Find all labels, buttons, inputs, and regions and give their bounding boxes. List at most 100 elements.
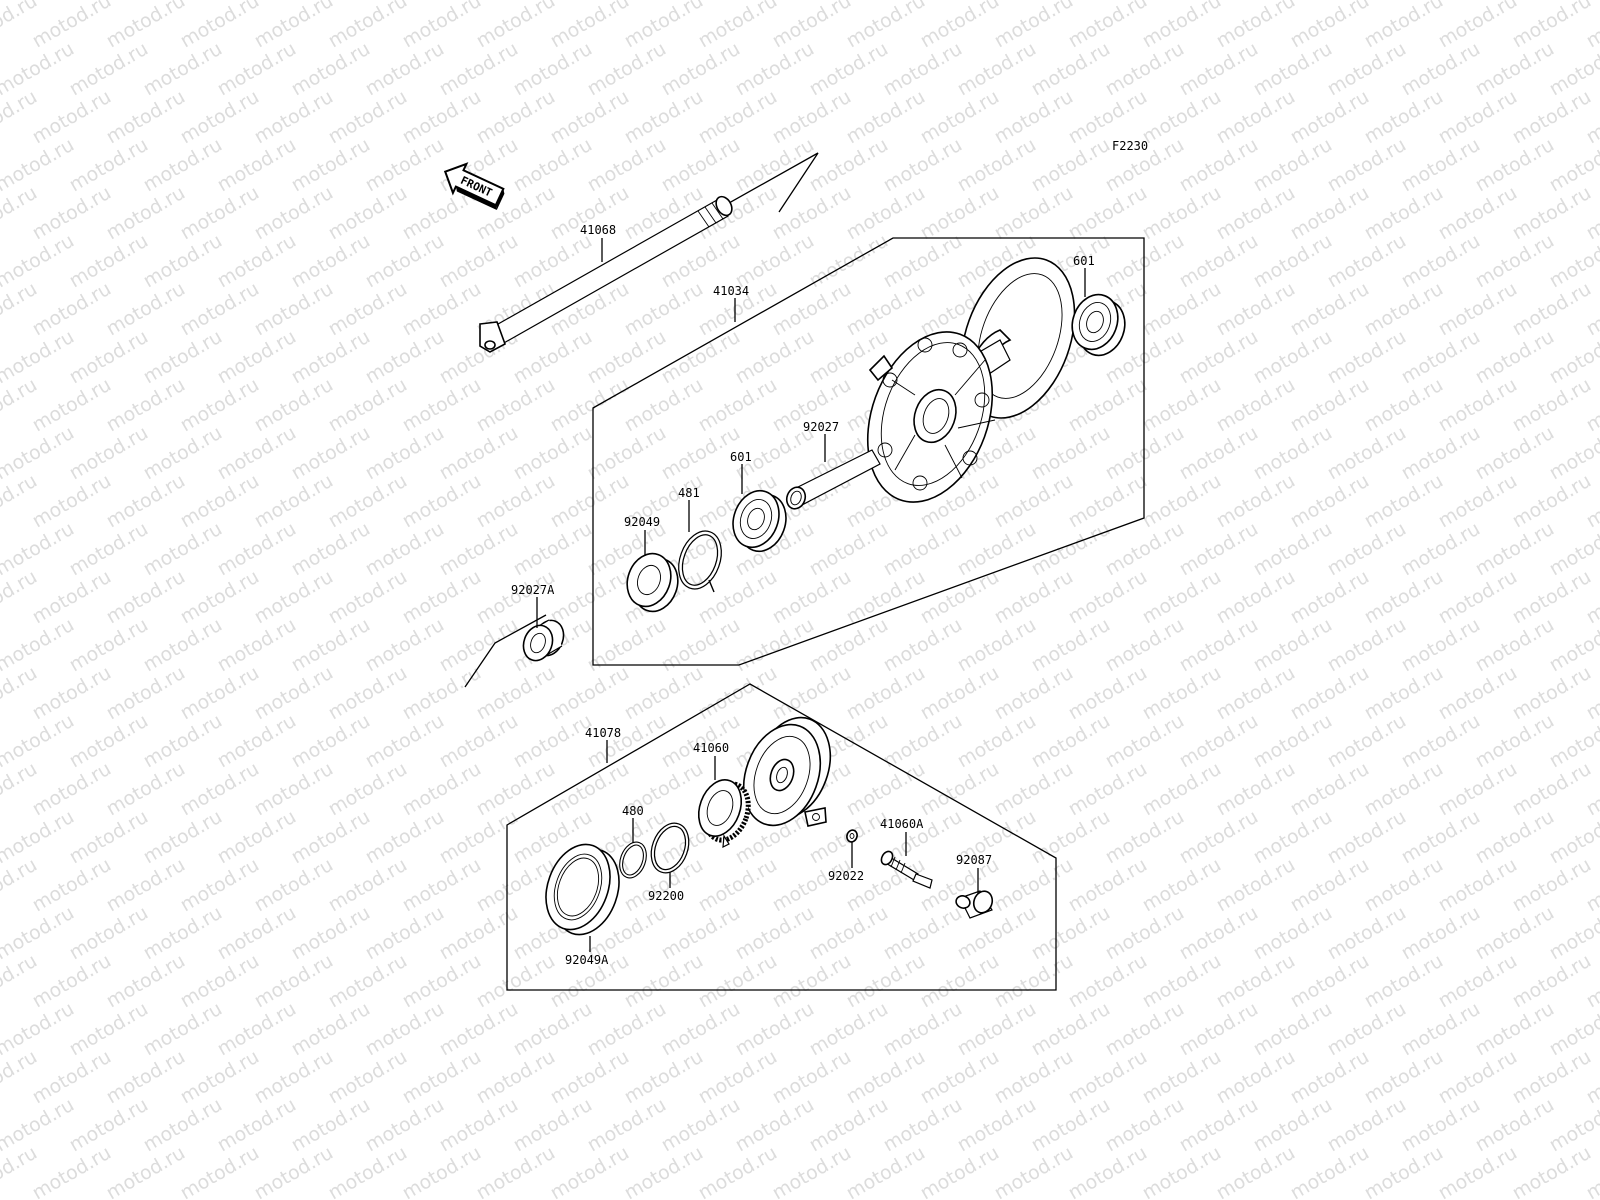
circlip[interactable]: [674, 528, 727, 593]
watermark-text: motod.ru: [584, 614, 670, 677]
watermark-text: motod.ru: [769, 1142, 855, 1200]
watermark-text: motod.ru: [1324, 326, 1410, 389]
watermark-text: motod.ru: [991, 0, 1077, 52]
watermark-text: motod.ru: [66, 326, 152, 389]
watermark-text: motod.ru: [621, 1046, 707, 1109]
oil-seal[interactable]: [620, 547, 685, 617]
watermark-text: motod.ru: [1213, 950, 1299, 1013]
distance-collar[interactable]: [784, 449, 881, 511]
watermark-text: motod.ru: [1472, 422, 1558, 485]
watermark-text: motod.ru: [325, 950, 411, 1013]
watermark-text: motod.ru: [29, 374, 115, 437]
watermark-text: motod.ru: [1139, 182, 1225, 245]
watermark-text: motod.ru: [177, 758, 263, 821]
wheel-hub[interactable]: [845, 242, 1095, 519]
watermark-text: motod.ru: [1472, 998, 1558, 1061]
watermark-text: motod.ru: [325, 86, 411, 149]
watermark-text: motod.ru: [695, 1142, 781, 1200]
speedometer-gear[interactable]: [691, 774, 755, 849]
watermark-text: motod.ru: [288, 518, 374, 581]
pinion-gear[interactable]: [879, 849, 933, 889]
watermark-text: motod.ru: [621, 374, 707, 437]
watermark-text: motod.ru: [399, 374, 485, 437]
watermark-text: motod.ru: [1472, 134, 1558, 197]
watermark-text: motod.ru: [1065, 470, 1151, 533]
watermark-text: motod.ru: [1398, 902, 1484, 965]
watermark-text: motod.ru: [1213, 278, 1299, 341]
circlip-small[interactable]: [617, 840, 649, 879]
watermark-text: motod.ru: [1250, 1094, 1336, 1157]
watermark-text: motod.ru: [1250, 518, 1336, 581]
watermark-text: motod.ru: [695, 1046, 781, 1109]
watermark-text: motod.ru: [66, 38, 152, 101]
watermark-text: motod.ru: [473, 470, 559, 533]
collar[interactable]: [519, 616, 569, 664]
watermark-text: motod.ru: [1176, 806, 1262, 869]
watermark-text: motod.ru: [66, 518, 152, 581]
watermark-text: motod.ru: [140, 806, 226, 869]
washer[interactable]: [647, 820, 693, 876]
watermark-text: motod.ru: [362, 1094, 448, 1157]
watermark-text: motod.ru: [29, 86, 115, 149]
watermark-text: motod.ru: [66, 998, 152, 1061]
watermark-text: motod.ru: [103, 758, 189, 821]
watermark-text: motod.ru: [695, 374, 781, 437]
watermark-text: motod.ru: [658, 38, 744, 101]
watermark-text: motod.ru: [1139, 86, 1225, 149]
watermark-text: motod.ru: [1287, 374, 1373, 437]
figure-code: F2230: [1112, 139, 1148, 153]
watermark-text: motod.ru: [325, 182, 411, 245]
watermark-text: motod.ru: [1102, 710, 1188, 773]
watermark-text: motod.ru: [399, 86, 485, 149]
watermark-text: motod.ru: [1065, 950, 1151, 1013]
watermark-text: motod.ru: [658, 998, 744, 1061]
oil-seal-large[interactable]: [535, 835, 630, 943]
watermark-text: motod.ru: [769, 566, 855, 629]
watermark-text: motod.ru: [991, 950, 1077, 1013]
watermark-text: motod.ru: [1287, 1046, 1373, 1109]
label-bearing-left: 601: [730, 450, 752, 464]
label-oil-seal-large: 92049A: [565, 953, 609, 967]
watermark-text: motod.ru: [251, 0, 337, 52]
watermark-text: motod.ru: [1361, 0, 1447, 52]
axle[interactable]: [479, 194, 735, 353]
label-gear-housing-assembly: 41078: [585, 726, 621, 740]
watermark-text: motod.ru: [288, 230, 374, 293]
watermark-text: motod.ru: [695, 854, 781, 917]
watermark-text: motod.ru: [1176, 422, 1262, 485]
washer-small[interactable]: [845, 829, 859, 844]
watermark-text: motod.ru: [251, 758, 337, 821]
label-bearing-right: 601: [1073, 254, 1095, 268]
watermark-text: motod.ru: [325, 1046, 411, 1109]
label-oil-seal: 92049: [624, 515, 660, 529]
watermark-text: motod.ru: [325, 374, 411, 437]
watermark-text: motod.ru: [991, 758, 1077, 821]
watermark-text: motod.ru: [140, 230, 226, 293]
gear-housing[interactable]: [730, 707, 843, 836]
watermark-text: motod.ru: [1102, 518, 1188, 581]
watermark-text: motod.ru: [843, 86, 929, 149]
watermark-text: motod.ru: [473, 662, 559, 725]
watermark-text: motod.ru: [29, 1046, 115, 1109]
watermark-text: motod.ru: [584, 326, 670, 389]
watermark-text: motod.ru: [214, 998, 300, 1061]
watermark-text: motod.ru: [806, 614, 892, 677]
bearing-left[interactable]: [725, 484, 793, 558]
watermark-text: motod.ru: [1287, 182, 1373, 245]
watermark-text: motod.ru: [1102, 614, 1188, 677]
watermark-text: motod.ru: [1472, 38, 1558, 101]
watermark-text: motod.ru: [325, 1142, 411, 1200]
watermark-text: motod.ru: [917, 182, 1003, 245]
bearing-right[interactable]: [1065, 288, 1132, 362]
watermark-text: motod.ru: [436, 998, 522, 1061]
watermark-text: motod.ru: [1250, 998, 1336, 1061]
watermark-text: motod.ru: [1139, 374, 1225, 437]
bushing[interactable]: [954, 889, 995, 919]
watermark-text: motod.ru: [510, 422, 596, 485]
watermark-text: motod.ru: [251, 1142, 337, 1200]
watermark-text: motod.ru: [732, 614, 818, 677]
watermark-text: motod.ru: [1509, 470, 1595, 533]
watermark-text: motod.ru: [325, 662, 411, 725]
watermark-text: motod.ru: [140, 38, 226, 101]
watermark-text: motod.ru: [991, 1142, 1077, 1200]
